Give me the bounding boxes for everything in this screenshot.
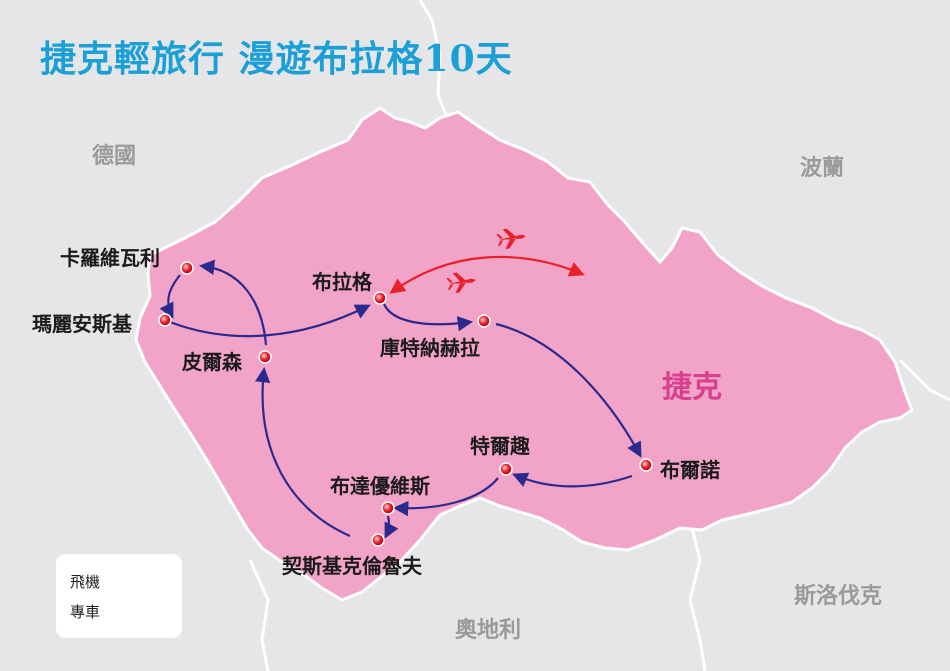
- marker-telc: [499, 462, 513, 476]
- airplane-icon: [496, 228, 526, 250]
- czech-territory: [134, 106, 914, 602]
- marker-plzen: [258, 350, 272, 364]
- airplane-icon: [446, 272, 476, 294]
- flight-route: [389, 255, 585, 294]
- marker-marianske-lazne: [158, 313, 172, 327]
- marker-karlovy-vary: [180, 261, 194, 275]
- neighbor-borders: [248, 0, 950, 671]
- city-label-brno: 布爾諾: [660, 458, 720, 482]
- country-label-poland: 波蘭: [800, 156, 845, 181]
- city-label-telc: 特爾趣: [470, 434, 530, 458]
- city-label-plzen: 皮爾森: [182, 350, 242, 374]
- route-plzen-to-karlovy: [198, 259, 268, 346]
- city-label-ceske-budejovice: 布達優維斯: [330, 474, 430, 498]
- country-label-slovakia: 斯洛伐克: [794, 584, 883, 609]
- city-label-cesky-krumlov: 契斯基克倫魯夫: [282, 554, 422, 578]
- route-kutna-to-brno: [495, 322, 642, 458]
- legend-car-label: 專車: [70, 603, 101, 621]
- route-prague-to-kutna: [382, 303, 474, 332]
- page-title: 捷克輕旅行 漫遊布拉格10天: [40, 38, 513, 80]
- city-markers: [158, 261, 653, 547]
- route-krumlov-to-plzen: [254, 366, 351, 538]
- marker-brno: [639, 458, 653, 472]
- country-label-czech: 捷克: [662, 370, 722, 405]
- legend-flight-label: 飛機: [70, 573, 101, 591]
- city-label-marianske-lazne: 瑪麗安斯基: [32, 312, 132, 336]
- marker-cesky-krumlov: [371, 533, 385, 547]
- marker-kutna-hora: [477, 314, 491, 328]
- route-telc-to-budejovice: [392, 477, 499, 517]
- route-brno-to-telc: [512, 472, 633, 488]
- city-label-karlovy-vary: 卡羅維瓦利: [60, 246, 160, 270]
- legend: 飛機 專車: [56, 554, 182, 638]
- marker-ceske-budejovice: [381, 501, 395, 515]
- route-budejovice-to-krumlov: [384, 515, 399, 539]
- marker-prague: [373, 291, 387, 305]
- car-routes: [159, 259, 642, 539]
- country-label-germany: 德國: [92, 144, 137, 169]
- city-label-prague: 布拉格: [312, 270, 372, 294]
- route-marianske-to-prague: [169, 304, 371, 338]
- city-label-kutna-hora: 庫特納赫拉: [380, 336, 480, 360]
- route-karlovy-to-marianske: [159, 274, 181, 319]
- country-label-austria: 奧地利: [455, 618, 522, 643]
